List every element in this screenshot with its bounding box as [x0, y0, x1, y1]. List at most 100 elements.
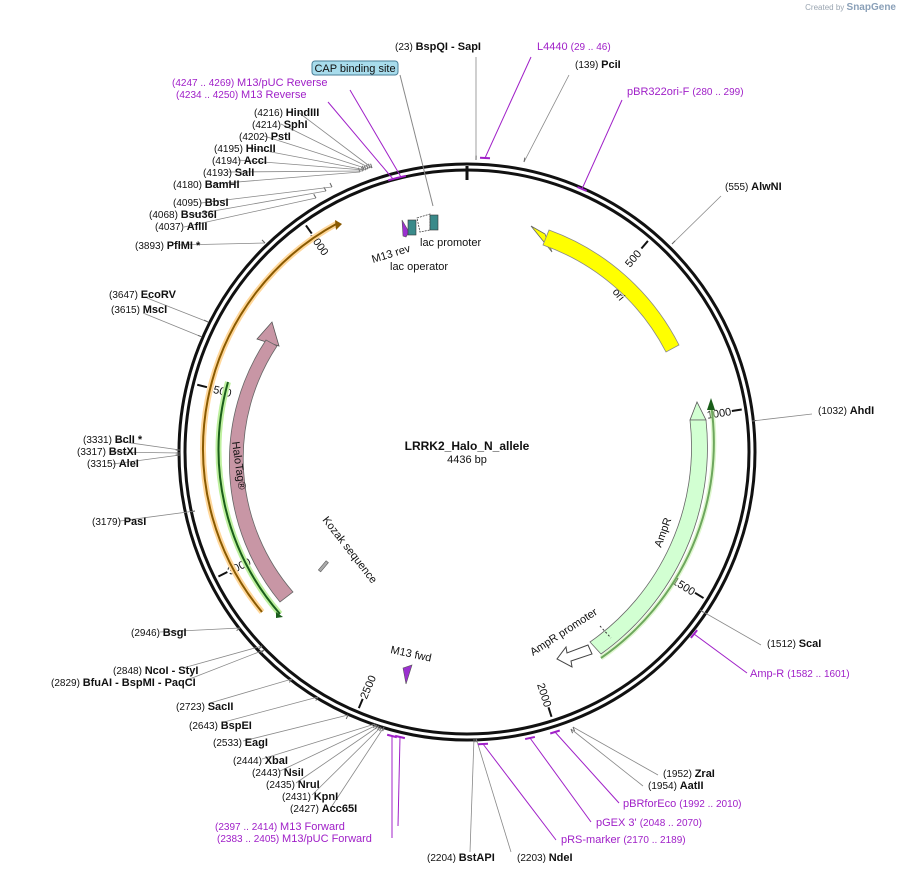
primer[interactable]: (2397 .. 2414) M13 Forward — [215, 821, 345, 833]
primer[interactable]: Amp-R (1582 .. 1601) — [750, 668, 850, 680]
restriction-site[interactable]: (4095) BbsI — [173, 197, 229, 209]
site-leader — [263, 135, 369, 170]
site-leader — [249, 147, 367, 171]
cap-binding-site-box[interactable] — [311, 60, 399, 76]
restriction-site[interactable]: (2848) NcoI - StyI — [113, 665, 198, 677]
restriction-site[interactable]: (2435) NruI — [266, 779, 320, 791]
restriction-site[interactable]: (2431) KpnI — [282, 791, 338, 803]
halotag-feature[interactable] — [229, 339, 294, 603]
restriction-site[interactable]: (555) AlwNI — [725, 181, 782, 193]
restriction-site[interactable]: (2723) SacII — [176, 701, 233, 713]
restriction-site[interactable]: (3331) BclI * — [83, 434, 143, 446]
orange-strand-line — [202, 222, 339, 613]
site-mark — [261, 239, 266, 244]
site-position: (2435) — [266, 780, 298, 791]
restriction-site[interactable]: (1032) AhdI — [818, 405, 874, 417]
primer[interactable]: pRS-marker (2170 .. 2189) — [561, 834, 686, 846]
site-name: BfuAI — [83, 677, 112, 689]
site-mark — [375, 724, 378, 730]
kozak-feature[interactable] — [317, 560, 329, 573]
ampr-orf-arrow — [707, 398, 715, 410]
primer-mark — [479, 156, 491, 160]
restriction-site[interactable]: (3615) MscI — [111, 304, 167, 316]
ampr-feature[interactable] — [589, 419, 708, 655]
ampr-arrow-head[interactable] — [689, 401, 707, 421]
site-leader — [223, 696, 319, 723]
restriction-site[interactable]: (4202) PstI — [239, 131, 291, 143]
lac-promoter-feature[interactable] — [416, 213, 431, 233]
primer-leader — [529, 737, 592, 823]
restriction-site[interactable]: (4037) AflII — [155, 221, 207, 233]
site-name: AccI — [244, 155, 267, 167]
ori-feature[interactable] — [542, 229, 680, 353]
m13-fwd-feature[interactable] — [402, 664, 413, 685]
restriction-site[interactable]: (3179) PasI — [92, 516, 146, 528]
site-name: MscI — [143, 304, 167, 316]
site-position: (4194) — [212, 156, 244, 167]
primer[interactable]: pBRforEco (1992 .. 2010) — [623, 798, 742, 810]
kozak-label: Kozak sequence — [320, 514, 380, 585]
backbone-outer — [177, 162, 757, 742]
restriction-site[interactable]: (4216) HindIII — [254, 107, 319, 119]
restriction-site[interactable]: (1952) ZraI — [663, 768, 715, 780]
restriction-site[interactable]: (3317) BstXI — [77, 446, 137, 458]
site-leader — [523, 74, 570, 163]
primer[interactable]: (4247 .. 4269) M13/pUC Reverse — [172, 77, 328, 89]
restriction-site[interactable]: (2203) NdeI — [517, 852, 573, 864]
restriction-site[interactable]: (3893) PflMI * — [135, 240, 201, 252]
restriction-site[interactable]: (2946) BsgI — [131, 627, 187, 639]
restriction-site[interactable]: (2443) NsiI — [252, 767, 304, 779]
site-name: PciI — [601, 59, 621, 71]
cap-binding-feature[interactable] — [429, 214, 439, 231]
site-leader — [190, 190, 327, 216]
primer-name: pBRforEco — [623, 798, 679, 810]
restriction-site[interactable]: (2204) BstAPI — [427, 852, 495, 864]
primer-range: (2048 .. 2070) — [640, 818, 702, 829]
site-leader — [119, 510, 196, 522]
site-position: (4202) — [239, 132, 271, 143]
restriction-site[interactable]: (3647) EcoRV — [109, 289, 177, 301]
site-position: (3331) — [83, 435, 115, 446]
site-position: (3647) — [109, 290, 141, 301]
ruler-tick-label: 2500 — [358, 674, 379, 701]
restriction-site[interactable]: (2829) BfuAI - BspMI - PaqCI — [51, 677, 196, 689]
restriction-site[interactable]: (139) PciI — [575, 59, 621, 71]
site-mark — [377, 725, 380, 731]
primer[interactable]: pGEX 3' (2048 .. 2070) — [596, 817, 702, 829]
site-name: Bsu36I — [181, 209, 217, 221]
primer[interactable]: L4440 (29 .. 46) — [537, 41, 611, 53]
restriction-site[interactable]: (1512) ScaI — [767, 638, 821, 650]
site-mark — [329, 182, 333, 188]
restriction-site[interactable]: (3315) AleI — [87, 458, 139, 470]
site-name: BbsI — [205, 197, 229, 209]
lac-operator-label: lac operator — [390, 261, 448, 273]
restriction-site[interactable]: (2643) BspEI — [189, 720, 252, 732]
site-position: (4095) — [173, 198, 205, 209]
restriction-site[interactable]: (4193) SalI — [203, 167, 254, 179]
restriction-site[interactable]: (4195) HincII — [214, 143, 276, 155]
restriction-site[interactable]: (4068) Bsu36I — [149, 209, 217, 221]
lac-operator-feature[interactable] — [407, 219, 417, 236]
site-mark — [379, 726, 382, 732]
site-position: (3315) — [87, 459, 119, 470]
restriction-site[interactable]: (2427) Acc65I — [290, 803, 357, 815]
primer-name: pRS-marker — [561, 834, 623, 846]
restriction-site[interactable]: (4214) SphI — [252, 119, 308, 131]
ruler-tick-label: 2000 — [534, 682, 553, 709]
site-position: (2946) — [131, 628, 163, 639]
restriction-site[interactable]: (2533) EagI — [213, 737, 268, 749]
restriction-site[interactable]: (4180) BamHI — [173, 179, 240, 191]
restriction-site[interactable]: (23) BspQI - SapI — [395, 41, 481, 53]
site-leader — [242, 714, 349, 742]
site-name: BclI * — [115, 434, 143, 446]
restriction-site[interactable]: (1954) AatII — [648, 780, 704, 792]
restriction-site[interactable]: (2444) XbaI — [233, 755, 288, 767]
primer[interactable]: pBR322ori-F (280 .. 299) — [627, 86, 744, 98]
m13-rev-feature[interactable] — [401, 219, 410, 238]
primer[interactable]: (2383 .. 2405) M13/pUC Forward — [217, 833, 372, 845]
primer-leader — [581, 99, 623, 190]
site-mark — [288, 678, 293, 683]
primer[interactable]: (4234 .. 4250) M13 Reverse — [176, 89, 306, 101]
restriction-site[interactable]: (4194) AccI — [212, 155, 267, 167]
ampr-promoter-feature[interactable] — [556, 644, 593, 668]
